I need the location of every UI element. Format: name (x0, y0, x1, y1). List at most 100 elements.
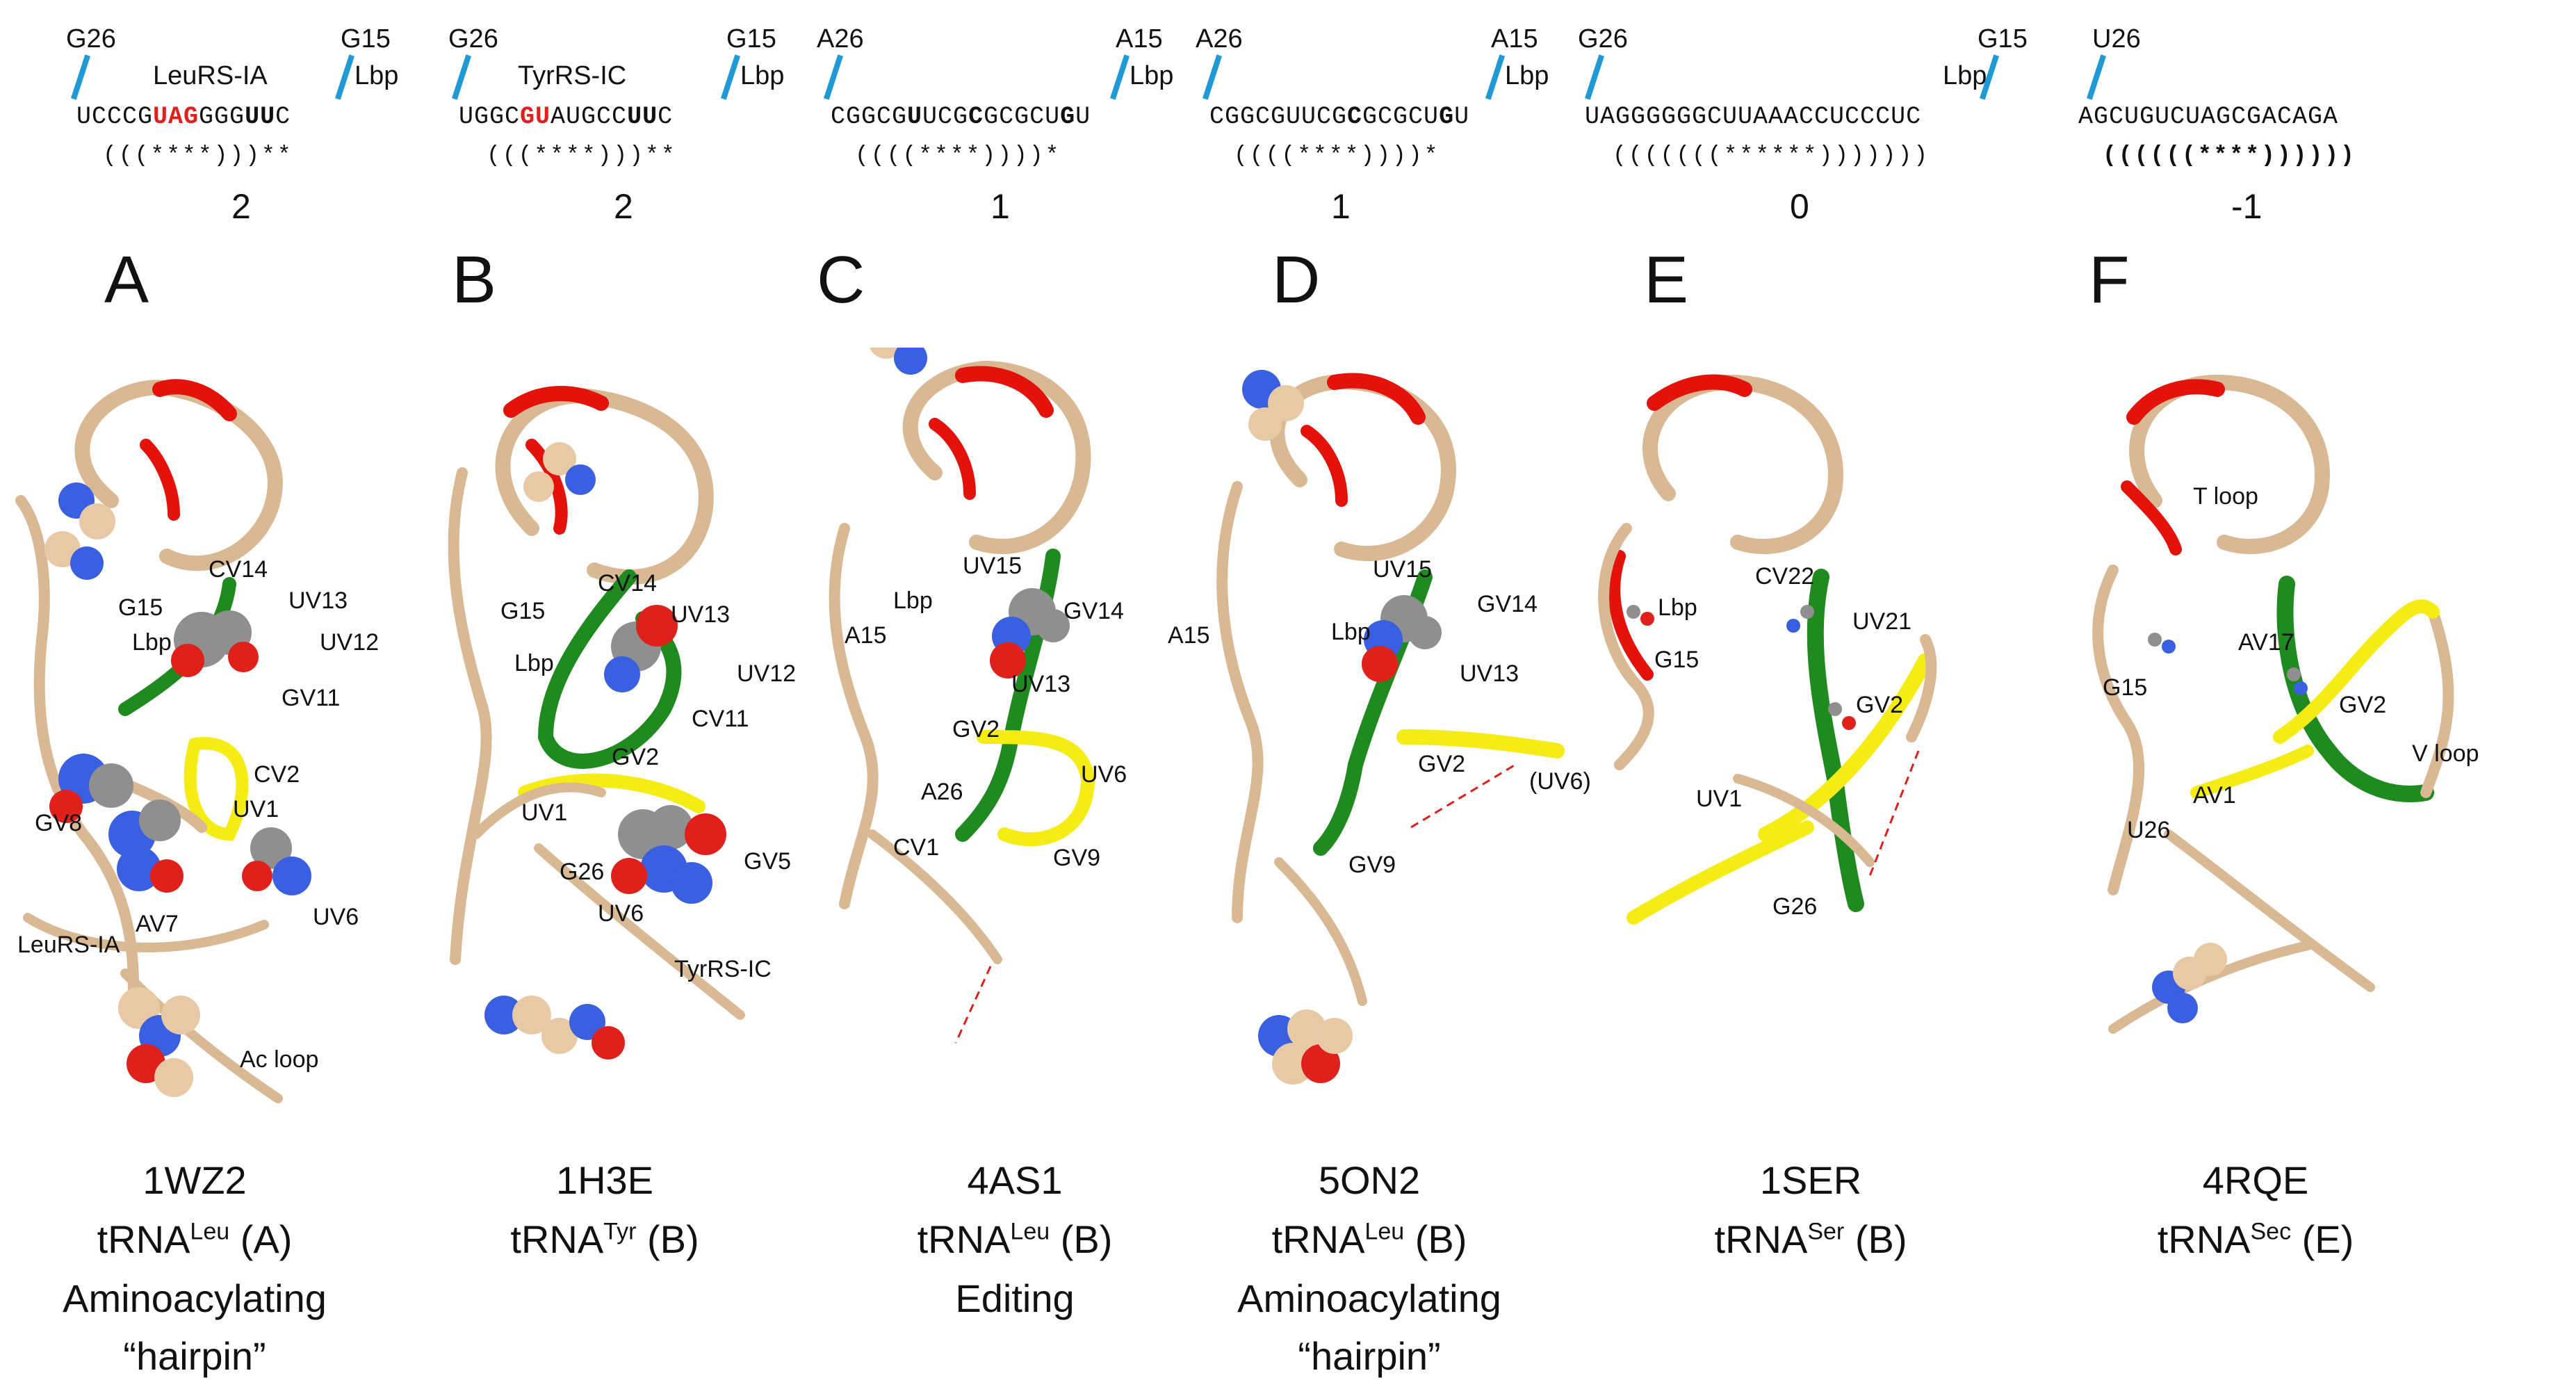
panel-letter: C (817, 243, 865, 317)
residue-label: UV13 (1460, 660, 1519, 687)
residue-label: UV1 (233, 796, 279, 822)
tertiary-structure-image (1598, 374, 1937, 925)
sequence: AGCUGUCUAGCGACAGA (2078, 103, 2338, 131)
trna-name: tRNA (97, 1217, 190, 1261)
panel-c: A26 A15 Lbp CGGCGUUCGCGCGCUGU ((((****))… (817, 0, 1234, 1396)
dot-bracket: ((((****))))* (855, 143, 1061, 168)
residue-label: GV14 (1063, 598, 1124, 624)
trna-class: (E) (2301, 1217, 2354, 1261)
lbp-label: Lbp (740, 61, 785, 90)
panel-letter: F (2089, 243, 2130, 317)
left-anchor-label: G26 (1578, 24, 1628, 54)
right-anchor-label: A15 (1116, 24, 1163, 54)
pdb-id: 4AS1 (967, 1158, 1063, 1202)
residue-label: AV7 (136, 911, 179, 937)
score: 1 (991, 187, 1010, 226)
trna-class: (B) (646, 1217, 699, 1261)
trna-title: tRNALeu (B) (806, 1217, 1223, 1262)
residue-label: G26 (560, 859, 605, 885)
right-anchor-label: G15 (1978, 24, 2028, 54)
residue-label: G15 (118, 594, 163, 621)
lbp-label: Lbp (1943, 61, 1987, 90)
residue-label: GV5 (744, 848, 792, 875)
residue-label: UV21 (1852, 608, 1912, 635)
right-anchor-label: G15 (726, 24, 776, 54)
function-label: Aminoacylating (63, 1276, 327, 1320)
tertiary-structure-image (829, 348, 1095, 1044)
tertiary-structure-image (1216, 370, 1565, 1085)
loop-label: T loop (2193, 483, 2258, 510)
enzyme-label: TyrRS-IC (674, 956, 772, 982)
trna-amino-acid: Ser (1807, 1218, 1845, 1245)
function-label: Aminoacylating (1237, 1276, 1501, 1320)
seq-part: C (275, 103, 291, 131)
residue-label: A26 (921, 779, 963, 805)
residue-label: Lbp (1658, 594, 1697, 621)
score: 2 (231, 187, 251, 226)
dot-bracket: ((((****))))* (1234, 143, 1440, 168)
right-anchor-tick (720, 54, 741, 100)
hairpin-label: “hairpin” (1298, 1334, 1441, 1378)
panel-letter: E (1644, 243, 1689, 317)
residue-label: AV1 (2193, 782, 2236, 809)
pdb-id: 1WZ2 (142, 1158, 247, 1202)
residue-label: CV14 (598, 570, 658, 596)
loop-label: Ac loop (240, 1046, 319, 1073)
trna-amino-acid: Leu (190, 1218, 230, 1245)
residue-label: Lbp (893, 587, 933, 614)
residue-label: UV13 (671, 601, 731, 628)
tertiary-structure-image (448, 386, 745, 1060)
panel-a: G26 G15 LeuRS-IA Lbp UCCCGUAGGGGUUC (((*… (0, 0, 417, 1396)
function-label: Editing (955, 1276, 1075, 1320)
left-anchor-label: U26 (2092, 24, 2141, 54)
left-anchor-label: A26 (1196, 24, 1243, 54)
enzyme-domain-label: TyrRS-IC (518, 61, 627, 90)
residue-label: CV14 (209, 556, 268, 583)
dot-bracket: (((****)))** (487, 143, 677, 168)
residue-label: UV13 (288, 587, 348, 614)
residue-label: UV13 (1011, 671, 1071, 697)
trna-title: tRNALeu (A) (0, 1217, 403, 1262)
panel-letter: A (104, 243, 149, 317)
residue-label: UV15 (963, 553, 1022, 579)
panel-b: G26 G15 TyrRS-IC Lbp UGGCGUAUGCCUUC (((*… (421, 0, 838, 1396)
score: 0 (1790, 187, 1809, 226)
right-anchor-label: G15 (341, 24, 391, 54)
residue-label: GV2 (612, 744, 660, 770)
residue-label: G26 (1772, 893, 1818, 920)
lbp-label: Lbp (1505, 61, 1549, 90)
seq-part: G (1060, 103, 1076, 131)
panel-e: G26 G15 Lbp UAGGGGGGCUUAAACCUCCCUC (((((… (1578, 0, 2028, 1396)
left-anchor-tick (823, 54, 844, 100)
dot-bracket: (((((((******))))))) (1613, 143, 1930, 168)
residue-label: UV12 (320, 629, 380, 656)
pdb-id: 5ON2 (1318, 1158, 1421, 1202)
seq-part: GCGCU (1362, 103, 1440, 131)
trna-class: (B) (1854, 1217, 1907, 1261)
right-anchor-tick (1109, 54, 1130, 100)
seq-part: C (1347, 103, 1363, 131)
loop-label: V loop (2412, 740, 2479, 767)
sequence: UAGGGGGGCUUAAACCUCCCUC (1585, 103, 1921, 131)
residue-label: CV11 (692, 706, 749, 732)
panel-letter: D (1272, 243, 1321, 317)
seq-part: UU (245, 103, 276, 131)
seq-part: GGG (199, 103, 245, 131)
score: 1 (1331, 187, 1351, 226)
pdb-id: 1SER (1759, 1158, 1862, 1202)
seq-part: U (907, 103, 923, 131)
trna-title: tRNATyr (B) (396, 1217, 813, 1262)
seq-part: CGGCGUUCG (1209, 103, 1348, 131)
residue-label: AV17 (2238, 629, 2294, 656)
residue-label: GV2 (2339, 692, 2387, 718)
left-anchor-label: A26 (817, 24, 864, 54)
residue-label: CV1 (893, 834, 940, 861)
residue-label: UV15 (1373, 556, 1433, 583)
tertiary-structure-image (15, 379, 311, 1103)
seq-part: UGGC (459, 103, 521, 131)
dot-bracket: (((****)))** (103, 143, 293, 168)
left-anchor-tick (1584, 54, 1605, 100)
left-anchor-tick (2086, 54, 2107, 100)
residue-label: GV11 (282, 685, 341, 711)
trna-amino-acid: Tyr (603, 1218, 637, 1245)
